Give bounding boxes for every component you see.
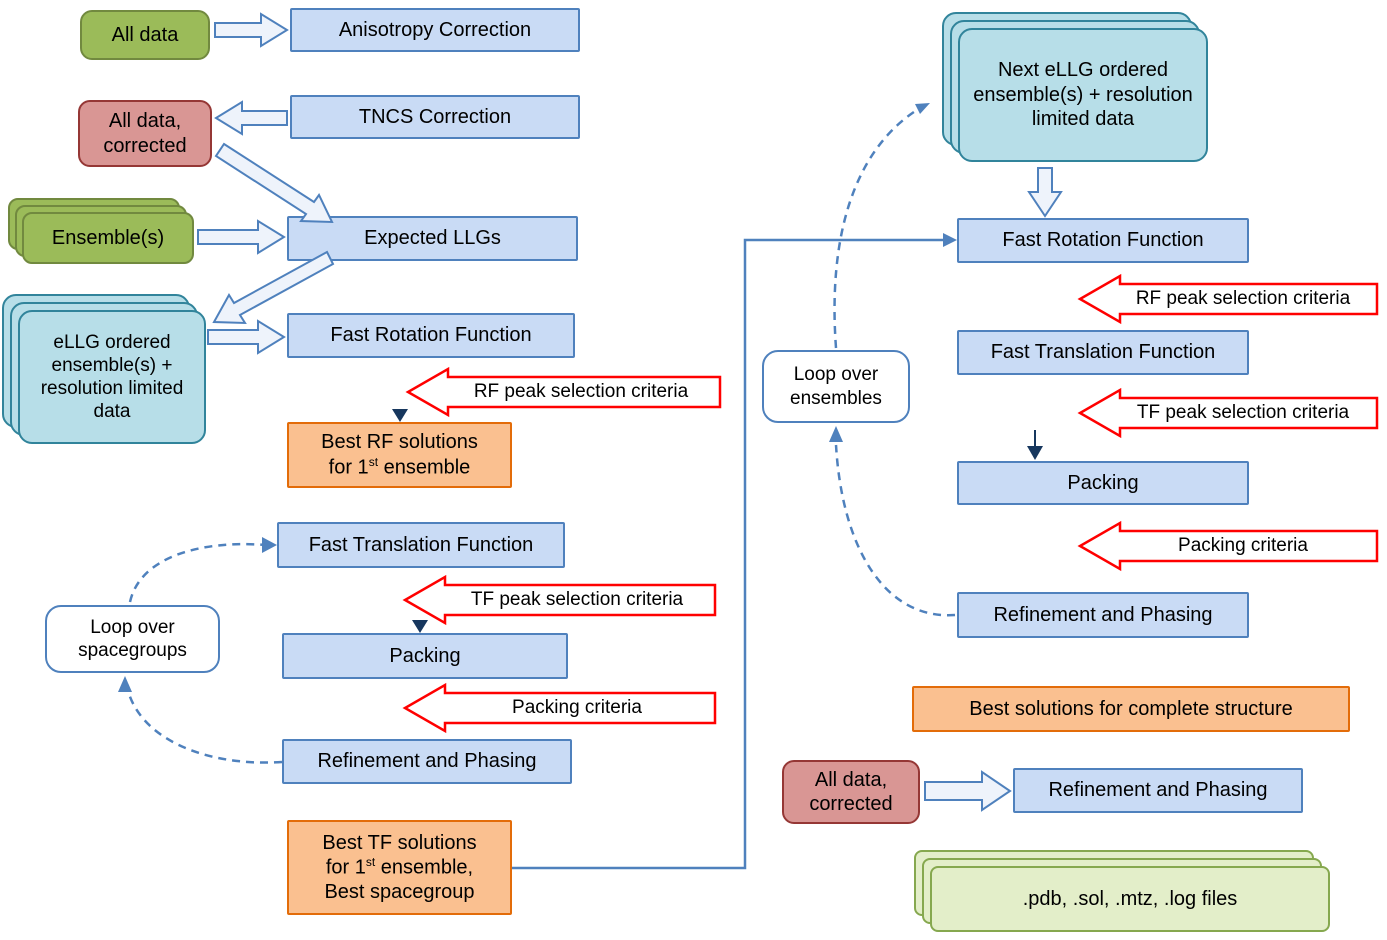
node-ensembles: Ensemble(s) (22, 212, 194, 264)
label: for 1 (328, 456, 369, 479)
loop-arrowhead-ensembles-to-nextellg (915, 103, 930, 114)
node-refinement-phasing-final: Refinement and Phasing (1013, 768, 1303, 813)
connector-arrowhead-besttf-to-fastrotation-right (943, 233, 957, 247)
node-fast-translation-function-right: Fast Translation Function (957, 330, 1249, 375)
node-loop-over-spacegroups: Loop over spacegroups (45, 605, 220, 673)
loop-arrowhead-spacegroups-to-fasttranslation (262, 537, 277, 553)
label-packing-criteria-right: Packing criteria (1178, 535, 1308, 556)
best-rf-text: Best RF solutions for 1st ensemble (321, 430, 478, 479)
ordinal-suffix: st (365, 854, 376, 869)
arrow-nextellg-to-fastrotation (1027, 167, 1063, 218)
arrow-alldata-to-anisotropy (214, 12, 289, 48)
arrow-alldatacorrected-to-final-refinement (924, 770, 1012, 812)
label: ensemble, (375, 856, 474, 879)
loop-arrowhead-refinement-to-ensembles (829, 426, 843, 442)
node-all-data-corrected-left: All data, corrected (78, 100, 212, 167)
loop-arrow-spacegroups-to-fasttranslation (128, 542, 267, 603)
ordinal-suffix: st (368, 454, 379, 469)
node-best-rf-solutions: Best RF solutions for 1st ensemble (287, 422, 512, 488)
node-refinement-phasing-left: Refinement and Phasing (282, 739, 572, 784)
node-anisotropy-correction: Anisotropy Correction (290, 8, 580, 52)
node-packing-left: Packing (282, 633, 568, 679)
node-fast-rotation-function-right: Fast Rotation Function (957, 218, 1249, 263)
node-fast-translation-function-left: Fast Translation Function (277, 522, 565, 568)
node-best-tf-solutions: Best TF solutions for 1st ensemble, Best… (287, 820, 512, 915)
node-tncs-correction: TNCS Correction (290, 95, 580, 139)
loop-arrow-refinement-to-ensembles (834, 444, 956, 617)
label: Best spacegroup (324, 881, 475, 904)
best-tf-text: Best TF solutions for 1st ensemble, Best… (322, 831, 476, 905)
node-best-solutions-complete: Best solutions for complete structure (912, 686, 1350, 732)
label-rf-peak-criteria-left: RF peak selection criteria (473, 381, 689, 402)
node-loop-over-ensembles: Loop over ensembles (762, 350, 910, 423)
label: Best RF solutions (321, 431, 478, 454)
label: for 1 (325, 856, 366, 879)
label-tf-peak-criteria-right: TF peak selection criteria (1136, 402, 1350, 423)
node-fast-rotation-function-left: Fast Rotation Function (287, 313, 575, 358)
node-output-files: .pdb, .sol, .mtz, .log files (930, 866, 1330, 932)
label: Best TF solutions (322, 831, 477, 854)
loop-arrowhead-refinement-to-spacegroups (118, 676, 132, 692)
node-ellg-ordered-ensembles: eLLG ordered ensemble(s) + resolution li… (18, 310, 206, 444)
arrow-ellg-to-fastrotation (207, 319, 286, 355)
label: ensemble (378, 456, 471, 479)
arrowhead-fasttranslation-to-packing-right (1027, 446, 1043, 460)
label-rf-peak-criteria-right: RF peak selection criteria (1135, 288, 1351, 309)
loop-arrow-refinement-to-spacegroups (124, 681, 283, 764)
arrow-ensembles-to-expectedllgs (197, 219, 286, 255)
node-all-data: All data (80, 10, 210, 60)
loop-arrow-ensembles-to-nextellg (833, 106, 921, 349)
node-packing-right: Packing (957, 461, 1249, 505)
node-all-data-corrected-right: All data, corrected (782, 760, 920, 824)
arrow-alldatacorrected-to-expectedllgs (214, 142, 334, 224)
arrowhead-fastrotation-to-bestrf (392, 409, 408, 422)
arrowhead-fasttranslation-to-packing-left (412, 620, 428, 633)
node-next-ellg-ordered-ensembles: Next eLLG ordered ensemble(s) + resoluti… (958, 28, 1208, 162)
node-refinement-phasing-right: Refinement and Phasing (957, 592, 1249, 638)
arrow-tncs-to-alldatacorrected (214, 100, 288, 136)
label-packing-criteria-left: Packing criteria (512, 697, 642, 718)
node-expected-llgs: Expected LLGs (287, 216, 578, 261)
label-tf-peak-criteria-left: TF peak selection criteria (470, 589, 684, 610)
